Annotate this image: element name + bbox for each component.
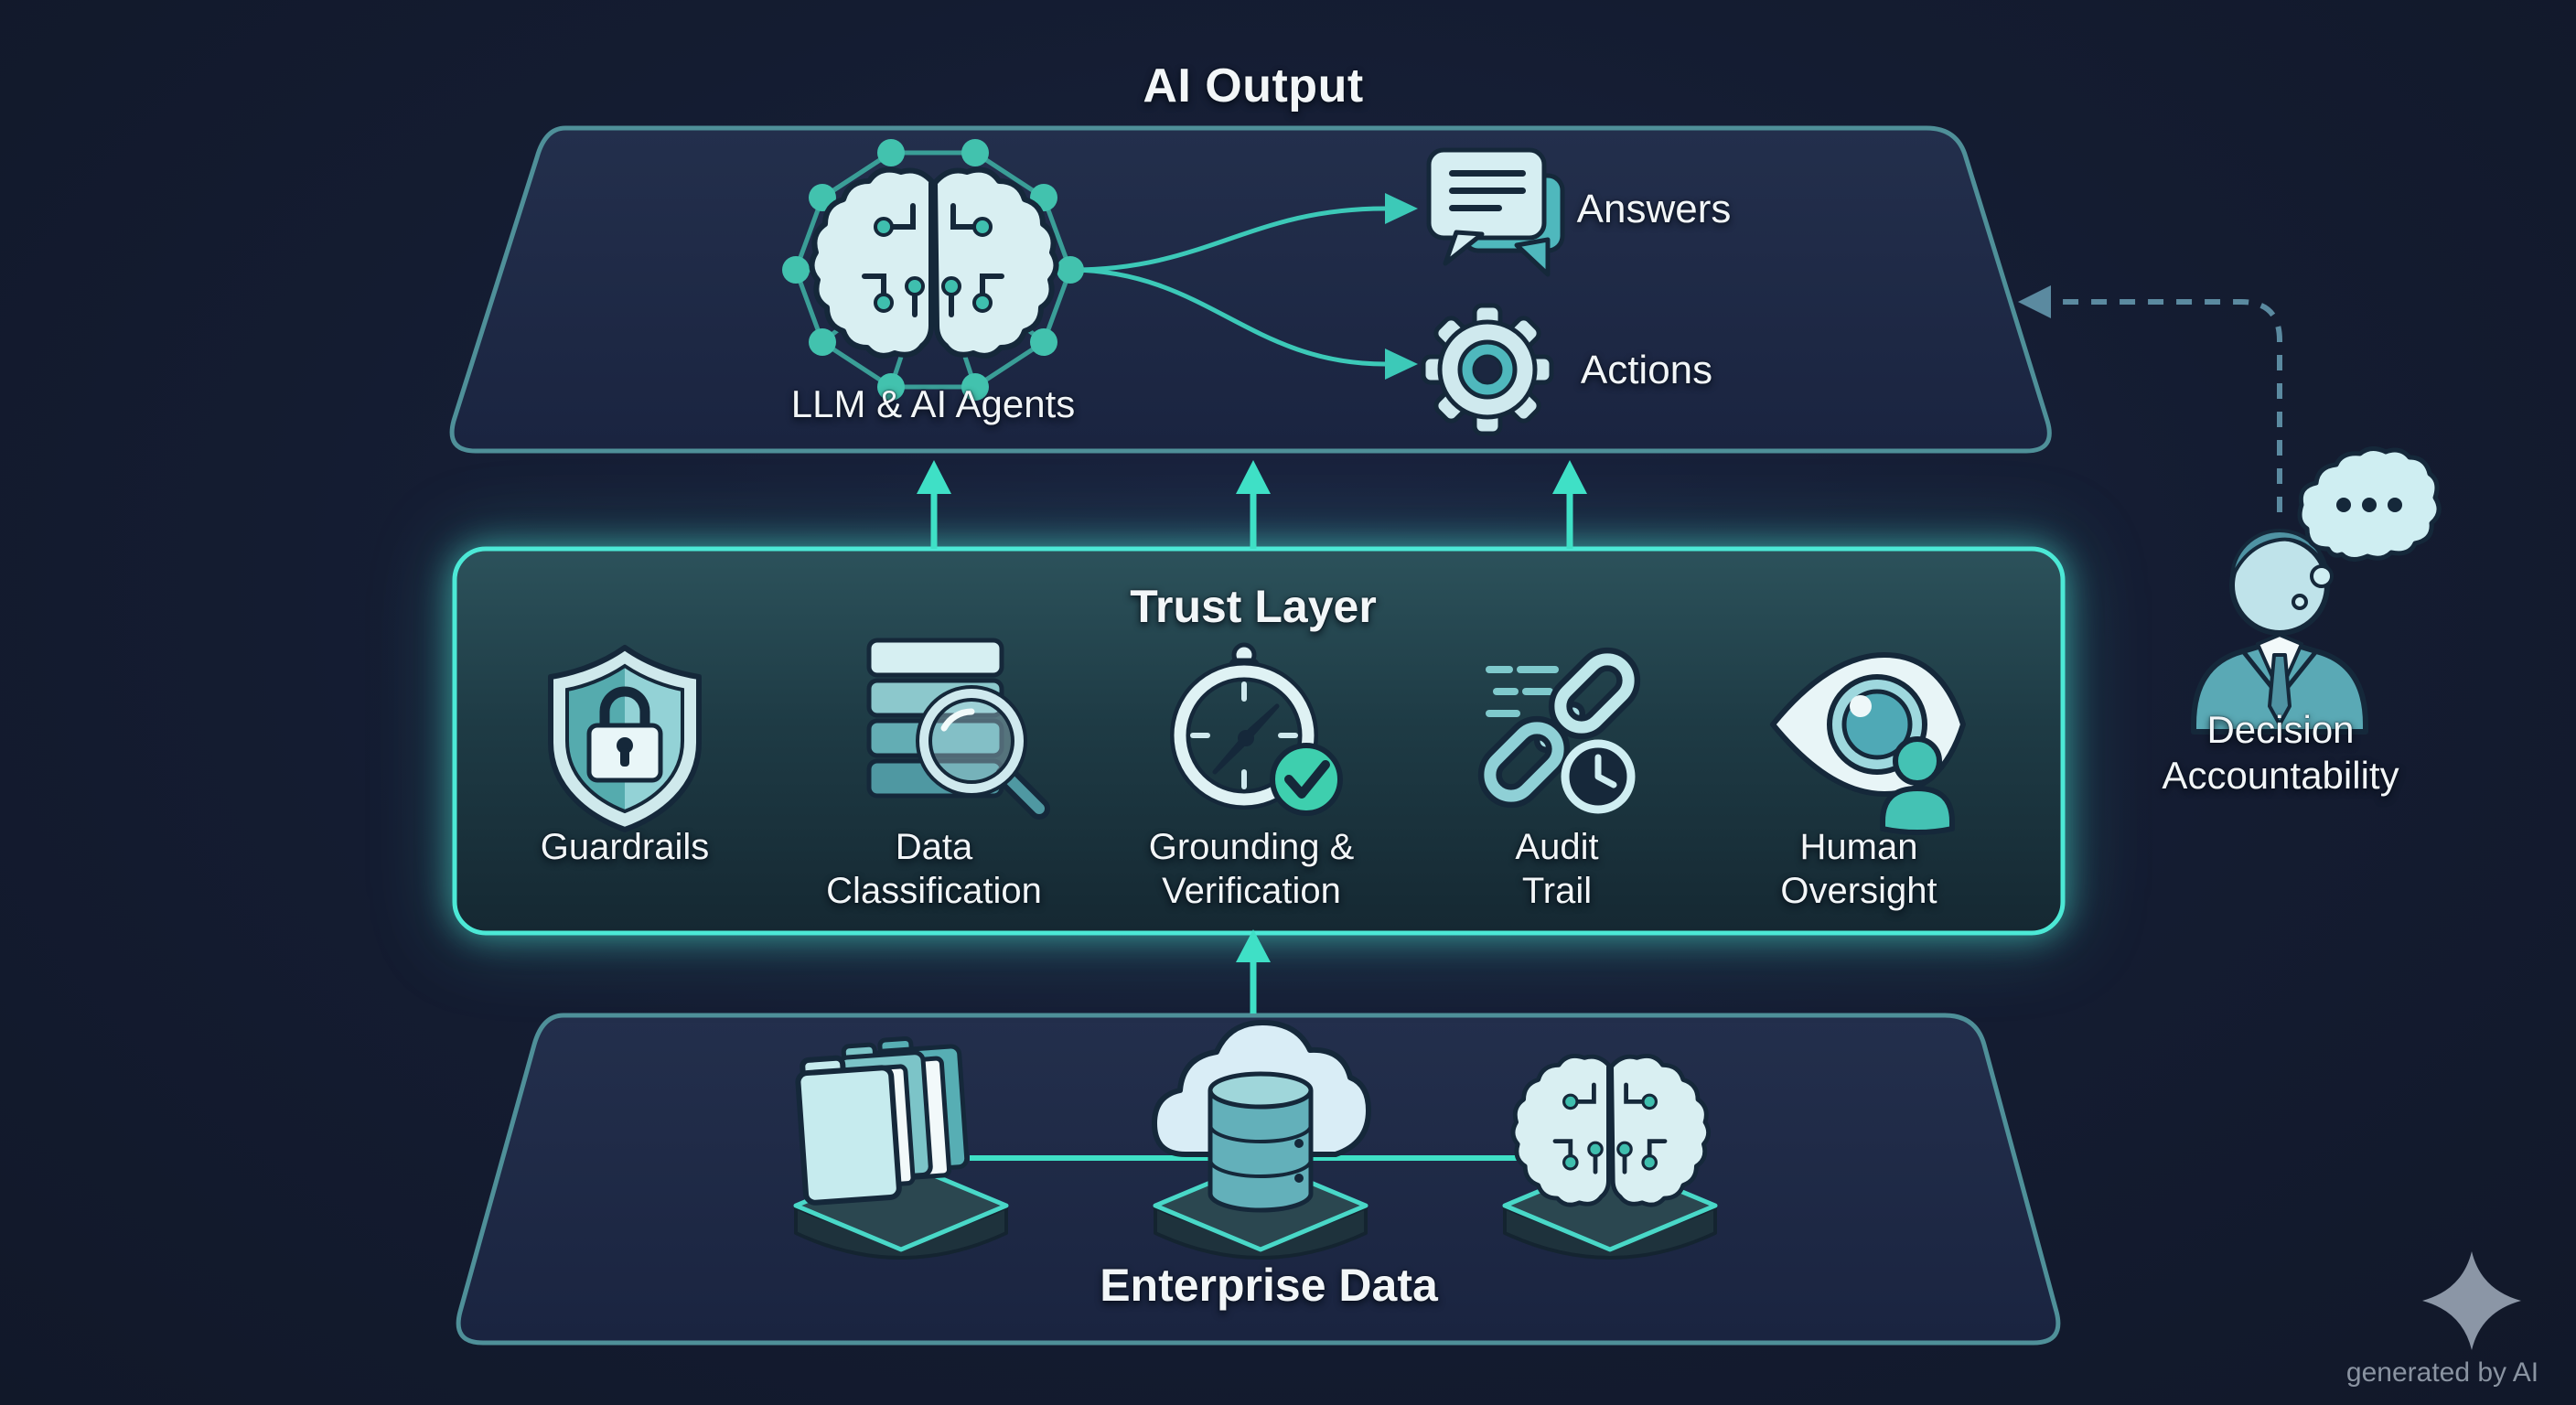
person-thought-icon	[2191, 446, 2442, 735]
llm-agents-label: LLM & AI Agents	[790, 382, 1076, 425]
trust-item-label-line1: Grounding &	[1148, 827, 1355, 867]
generated-by-ai-watermark: generated by AI	[2345, 1357, 2539, 1388]
actions-label: Actions	[1580, 348, 1713, 392]
trust-item-guardrails: Guardrails	[541, 825, 710, 869]
trust-item-label-line1: Human	[1799, 827, 1918, 867]
enterprise-to-trust-arrow	[1236, 929, 1271, 1014]
accountability-feedback-line	[2018, 285, 2282, 512]
answers-label: Answers	[1576, 187, 1732, 231]
trust-item-label-line2: Trail	[1521, 871, 1593, 911]
accountability-label-line2: Accountability	[2162, 754, 2399, 797]
trust-layer-box	[452, 546, 2066, 936]
llm-network-brain-icon	[782, 139, 1084, 401]
trust-item-audit-trail: Audit Trail	[1515, 825, 1598, 913]
eye-person-icon	[1770, 652, 1966, 835]
trust-item-label-line2: Oversight	[1780, 871, 1937, 911]
llm-output-connectors	[1071, 193, 1418, 380]
trust-item-grounding-verification: Grounding & Verification	[1149, 825, 1355, 913]
chain-clock-icon	[1477, 647, 1641, 814]
trust-item-data-classification: Data Classification	[826, 825, 1042, 913]
trust-item-label-line2: Verification	[1162, 871, 1341, 911]
trust-item-label-line1: Guardrails	[540, 827, 710, 867]
trust-layer-title: Trust Layer	[1130, 581, 1377, 632]
compass-check-icon	[1170, 642, 1343, 816]
folders-icon	[795, 1035, 970, 1206]
sparkle-icon	[2422, 1251, 2521, 1350]
database-search-icon	[866, 638, 1050, 820]
trust-item-human-oversight: Human Oversight	[1780, 825, 1937, 913]
trust-item-label-line2: Classification	[826, 871, 1042, 911]
accountability-label-line1: Decision	[2206, 708, 2355, 751]
trust-item-label-line1: Data	[895, 827, 973, 867]
ai-output-box	[449, 125, 2052, 454]
ai-output-title: AI Output	[1143, 59, 1364, 113]
gear-icon	[1421, 303, 1554, 436]
trust-to-ai-arrows	[917, 460, 1587, 549]
trust-item-label-line1: Audit	[1515, 827, 1599, 867]
enterprise-data-title: Enterprise Data	[1100, 1260, 1438, 1311]
chat-bubbles-icon	[1426, 147, 1565, 277]
cloud-database-icon	[1152, 1020, 1371, 1213]
shield-lock-icon	[548, 645, 702, 832]
decision-accountability-label: Decision Accountability	[2162, 707, 2399, 799]
